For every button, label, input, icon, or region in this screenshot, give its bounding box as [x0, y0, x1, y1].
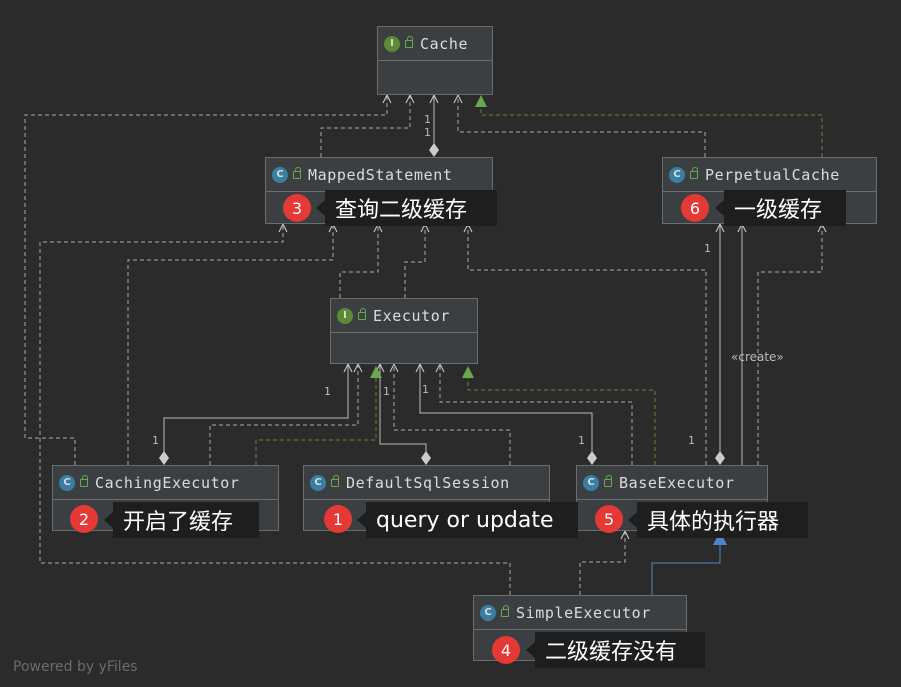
multiplicity-label: 1 — [422, 383, 429, 396]
class-icon: C — [310, 474, 326, 491]
composition-base-executor — [419, 364, 593, 453]
dependency-base-to-executor — [439, 364, 633, 465]
multiplicity-label: 1 — [688, 434, 695, 447]
note-second-level-cache-miss: 二级缓存没有 — [526, 632, 705, 668]
watermark: Powered by yFiles — [13, 659, 138, 675]
multiplicity-label: 1 — [578, 434, 585, 447]
class-name: Executor — [373, 306, 451, 325]
class-icon: C — [669, 166, 685, 183]
lock-icon — [405, 35, 413, 48]
realization-perpetual-to-cache — [480, 105, 823, 157]
dependency-simple-to-mapped — [39, 224, 511, 595]
multiplicity-label: 1 — [704, 242, 711, 255]
class-icon: C — [59, 474, 75, 491]
multiplicity-label: 1 — [324, 385, 331, 398]
realization-base-to-executor — [467, 378, 656, 465]
lock-icon — [293, 166, 301, 179]
dependency-base-to-mapped — [467, 224, 707, 465]
create-stereotype-label: «create» — [731, 350, 784, 364]
composition-caching-executor — [163, 364, 349, 453]
dependency-mapped-to-cache — [320, 95, 411, 157]
interface-icon: I — [337, 307, 353, 324]
lock-icon — [690, 166, 698, 179]
dependency-simple-to-base — [579, 531, 626, 595]
class-name: MappedStatement — [308, 165, 453, 184]
lock-icon — [80, 474, 88, 487]
note-query-second-level-cache: 查询二级缓存 — [316, 190, 497, 226]
lock-icon — [358, 307, 366, 320]
class-icon: C — [272, 166, 288, 183]
step-badge-1: 1 — [324, 505, 352, 533]
class-name: DefaultSqlSession — [346, 473, 510, 492]
lock-icon — [501, 604, 509, 617]
note-cache-enabled: 开启了缓存 — [104, 502, 259, 538]
composition-sqlsession-executor — [379, 364, 427, 453]
dependency-perpetual-to-cache — [457, 95, 706, 157]
step-badge-3: 3 — [283, 194, 311, 222]
class-icon: C — [583, 474, 599, 491]
step-badge-6: 6 — [681, 194, 709, 222]
interface-icon: I — [384, 35, 400, 52]
dependency-caching-to-mapped — [127, 224, 334, 465]
class-icon: C — [480, 604, 496, 621]
multiplicity-label: 1 — [383, 385, 390, 398]
dependency-caching-to-cache — [24, 95, 388, 465]
multiplicity-label: 1 — [424, 126, 431, 139]
note-concrete-executor: 具体的执行器 — [628, 502, 808, 538]
class-name: CachingExecutor — [95, 473, 240, 492]
note-first-level-cache: 一级缓存 — [715, 190, 846, 226]
note-query-or-update: query or update — [357, 502, 578, 538]
lock-icon — [604, 474, 612, 487]
class-name: Cache — [420, 34, 469, 53]
dependency-sqlsession-to-mapped — [404, 224, 426, 298]
multiplicity-label: 1 — [424, 113, 431, 126]
dependency-base-to-perpetual — [757, 224, 823, 465]
step-badge-2: 2 — [70, 505, 98, 533]
class-name: SimpleExecutor — [516, 603, 651, 622]
class-executor[interactable]: I Executor — [330, 298, 478, 364]
class-cache[interactable]: I Cache — [377, 26, 493, 95]
inheritance-simple-to-base — [651, 543, 721, 595]
dependency-executor-to-mapped — [339, 224, 379, 298]
class-name: BaseExecutor — [619, 473, 735, 492]
class-name: PerpetualCache — [705, 165, 840, 184]
dependency-caching-to-executor — [209, 364, 359, 465]
realization-caching-to-executor — [255, 378, 377, 465]
dependency-sqlsession-to-executor — [393, 364, 511, 465]
step-badge-5: 5 — [595, 505, 623, 533]
lock-icon — [331, 474, 339, 487]
multiplicity-label: 1 — [152, 434, 159, 447]
step-badge-4: 4 — [492, 636, 520, 664]
